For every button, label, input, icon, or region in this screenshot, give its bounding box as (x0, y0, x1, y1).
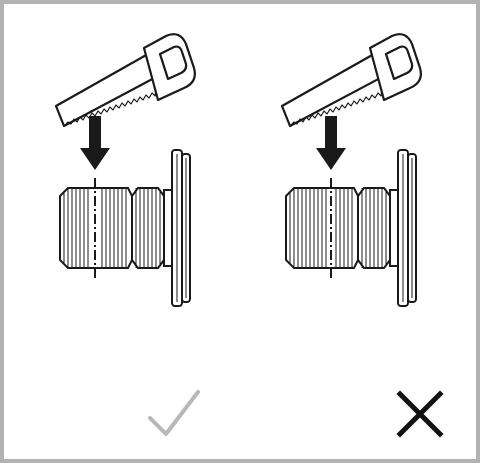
pipe-fitting-icon (59, 149, 191, 307)
arrow-down-icon (316, 116, 346, 170)
cross-icon (396, 390, 444, 438)
saw-icon (280, 33, 422, 128)
check-icon (148, 390, 200, 436)
pipe-fitting-icon (285, 149, 417, 307)
arrow-down-icon (80, 116, 110, 170)
saw-icon (54, 33, 196, 128)
panel-correct-illustration (54, 33, 196, 307)
panel-incorrect-illustration (280, 33, 422, 307)
